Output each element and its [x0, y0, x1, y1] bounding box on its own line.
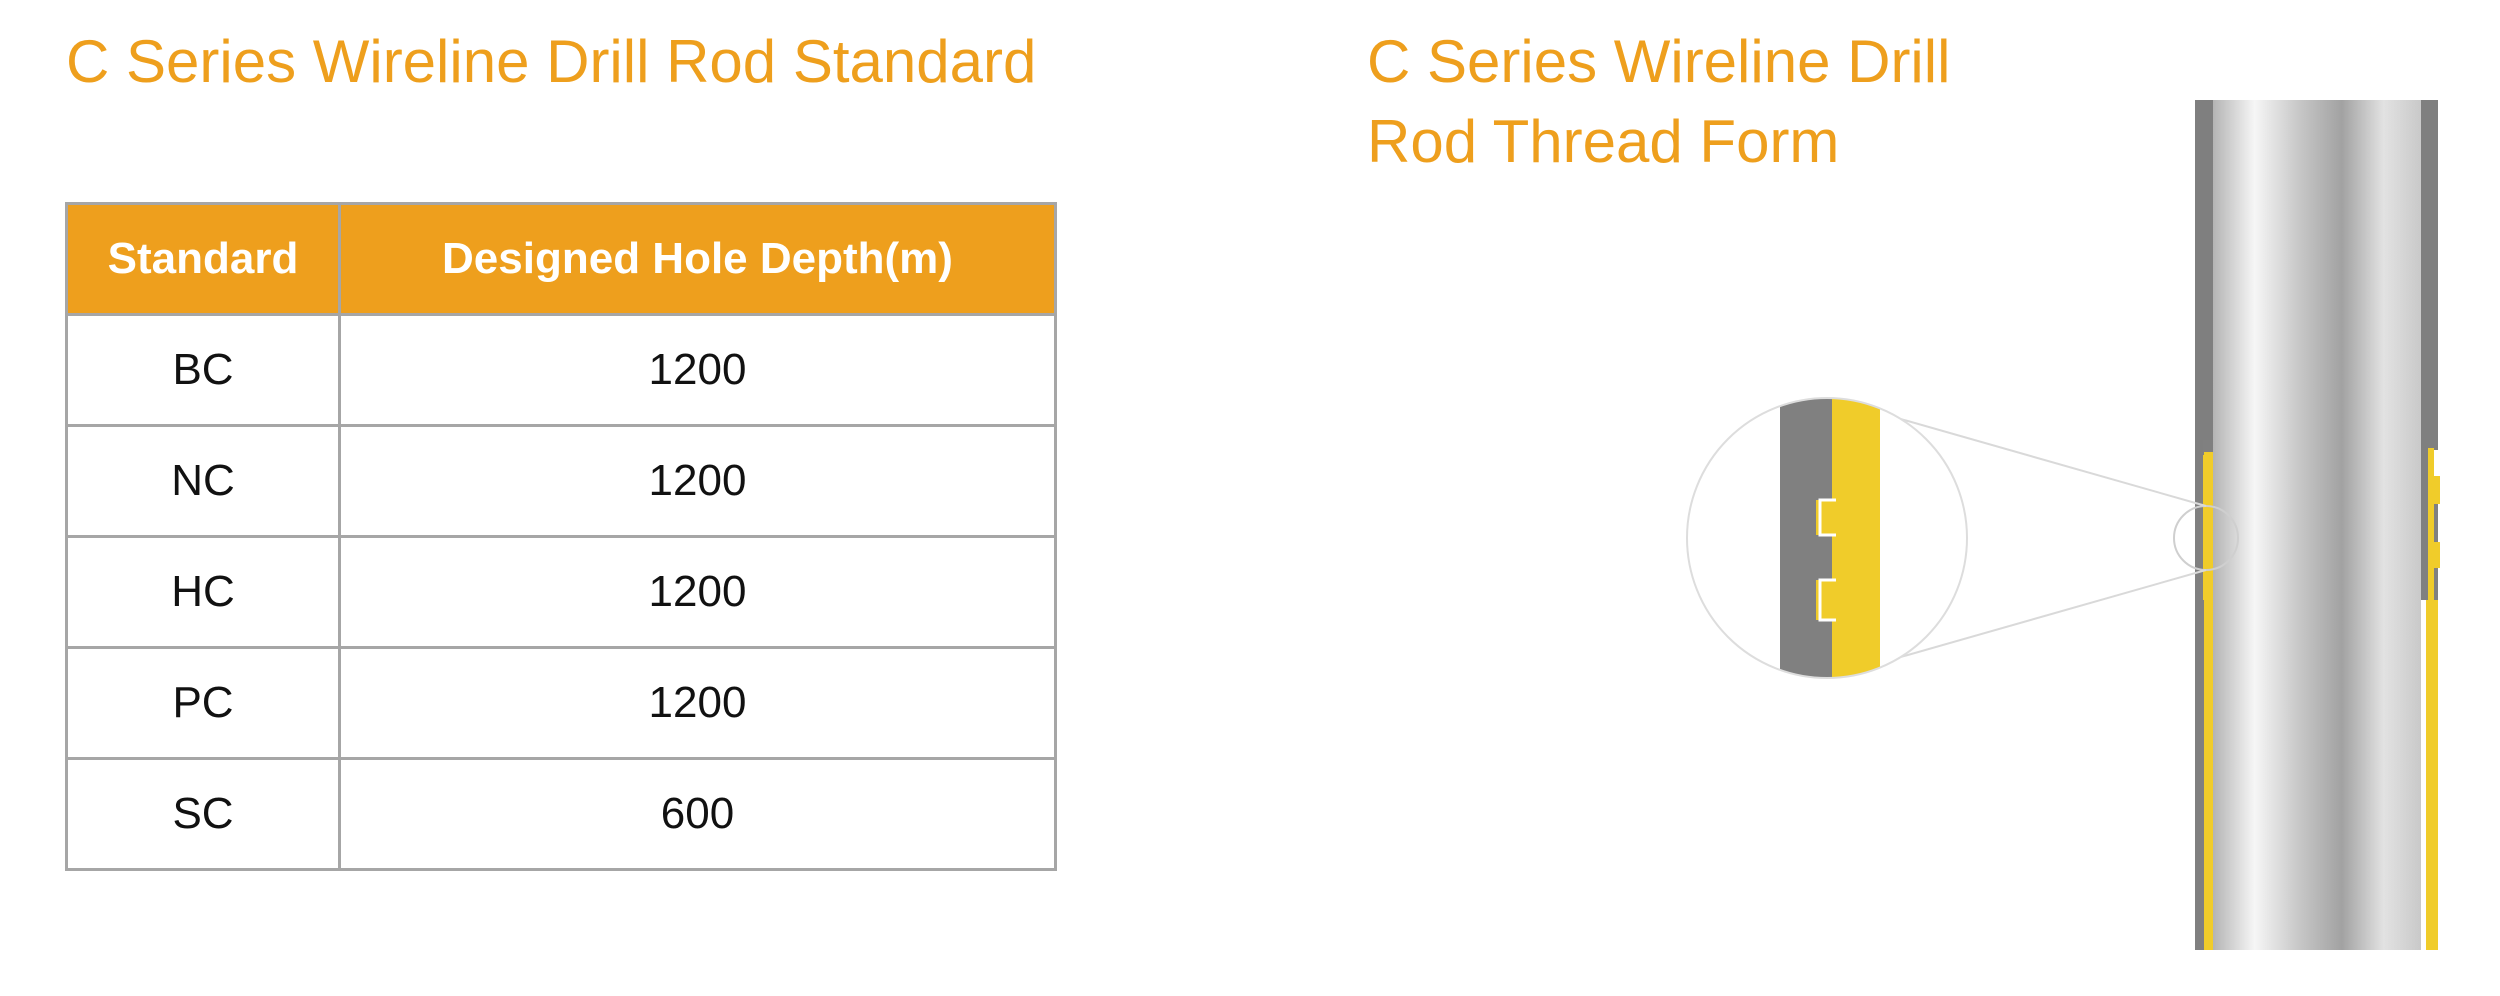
- rod-bore: [2213, 100, 2421, 950]
- cell-hole-depth: 1200: [338, 646, 1057, 760]
- cell-hole-depth: 1200: [338, 313, 1057, 427]
- column-header-hole-depth: Designed Hole Depth(m): [338, 202, 1057, 316]
- thread-detail-magnifier: [1686, 397, 1968, 679]
- cell-standard: NC: [65, 424, 341, 538]
- cell-standard: BC: [65, 313, 341, 427]
- column-header-standard: Standard: [65, 202, 341, 316]
- table-header-row: Standard Designed Hole Depth(m): [65, 202, 1057, 316]
- table-row: BC 1200: [65, 313, 1057, 427]
- cell-standard: HC: [65, 535, 341, 649]
- table-row: HC 1200: [65, 535, 1057, 649]
- table-title: C Series Wireline Drill Rod Standard: [66, 28, 1037, 95]
- rod-left-wall: [2195, 100, 2216, 950]
- cell-hole-depth: 1200: [338, 424, 1057, 538]
- drill-rod-standard-table: Standard Designed Hole Depth(m) BC 1200 …: [65, 202, 1057, 871]
- rod-thread-diagram: [1686, 100, 2440, 950]
- thread-form-title-line-2: Rod Thread Form: [1367, 108, 1840, 175]
- cell-hole-depth: 1200: [338, 535, 1057, 649]
- thread-form-title-line-1: C Series Wireline Drill: [1367, 28, 1951, 95]
- cell-standard: PC: [65, 646, 341, 760]
- rod-right-wall: [2421, 100, 2440, 950]
- cell-standard: SC: [65, 757, 341, 871]
- cell-hole-depth: 600: [338, 757, 1057, 871]
- table-row: PC 1200: [65, 646, 1057, 760]
- table-row: SC 600: [65, 757, 1057, 871]
- table-row: NC 1200: [65, 424, 1057, 538]
